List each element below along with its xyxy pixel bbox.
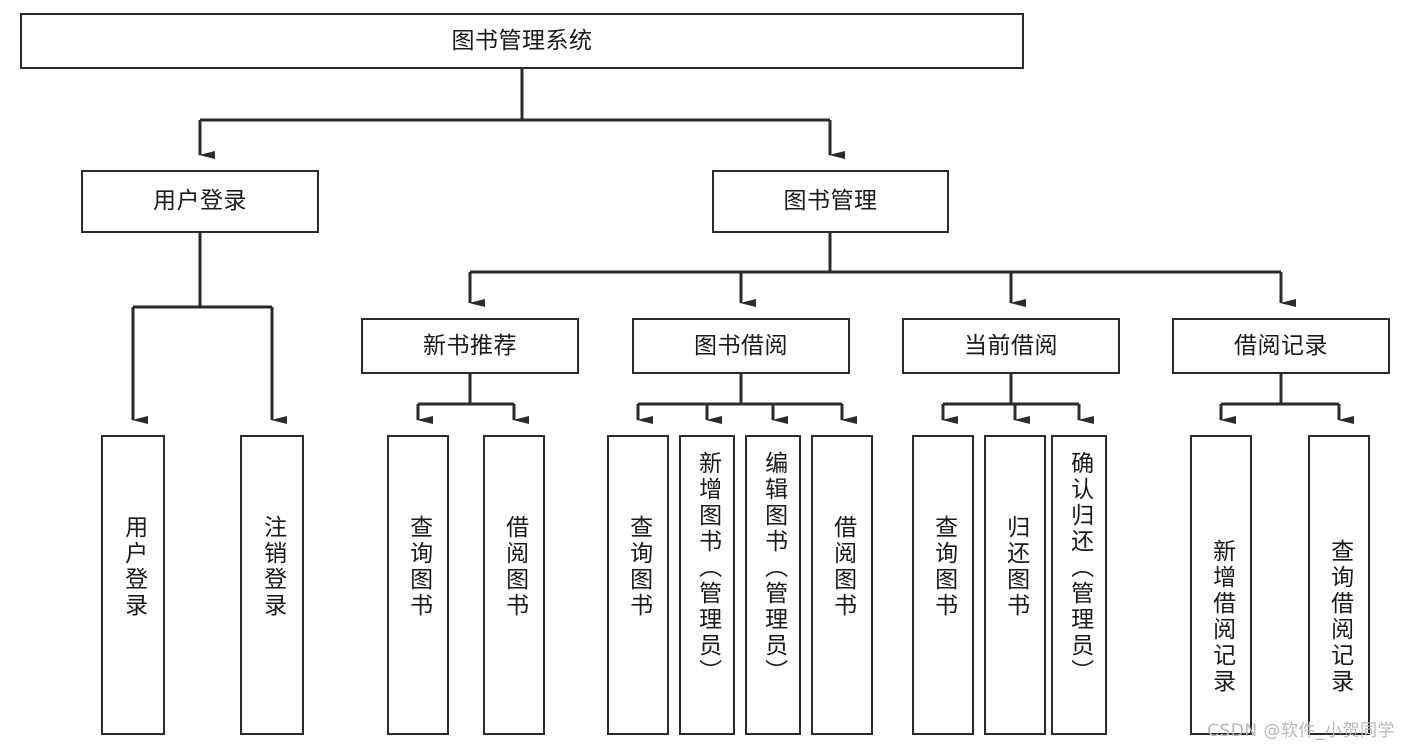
node-leaf-return-book-label: 归还图书 [1002,515,1029,619]
node-leaf-logout[interactable]: 注销登录 [240,435,304,735]
node-leaf-query-record[interactable]: 查询借阅记录 [1308,435,1370,735]
node-leaf-confirm-return[interactable]: 确认归还（管理员） [1051,435,1107,735]
node-borrow-record[interactable]: 借阅记录 [1172,318,1390,374]
node-leaf-borrow-book-1-label: 借阅图书 [501,515,528,619]
node-leaf-query-book-3[interactable]: 查询图书 [912,435,974,735]
node-leaf-query-book-2[interactable]: 查询图书 [607,435,669,735]
node-leaf-return-book[interactable]: 归还图书 [984,435,1046,735]
node-book-manage[interactable]: 图书管理 [712,170,949,233]
node-leaf-query-book-1[interactable]: 查询图书 [387,435,449,735]
csdn-watermark: CSDN @软件_小贺同学 [1207,721,1395,741]
node-leaf-edit-book[interactable]: 编辑图书（管理员） [745,435,801,735]
node-leaf-query-record-label: 查询借阅记录 [1326,539,1353,695]
node-leaf-borrow-book-2[interactable]: 借阅图书 [811,435,873,735]
node-new-book-rec-label: 新书推荐 [423,332,517,359]
node-leaf-add-book[interactable]: 新增图书（管理员） [679,435,735,735]
node-root[interactable]: 图书管理系统 [20,13,1024,69]
node-leaf-logout-label: 注销登录 [259,515,286,619]
node-leaf-user-login-label: 用户登录 [120,515,147,619]
node-user-login-label: 用户登录 [153,188,247,215]
node-book-borrow[interactable]: 图书借阅 [632,318,850,374]
node-leaf-add-record[interactable]: 新增借阅记录 [1190,435,1252,735]
node-leaf-query-book-2-label: 查询图书 [625,515,652,619]
node-leaf-user-login[interactable]: 用户登录 [101,435,165,735]
node-leaf-borrow-book-2-label: 借阅图书 [829,515,856,619]
node-user-login[interactable]: 用户登录 [81,170,319,233]
node-leaf-borrow-book-1[interactable]: 借阅图书 [483,435,545,735]
node-current-borrow[interactable]: 当前借阅 [902,318,1120,374]
node-leaf-confirm-return-label: 确认归还（管理员） [1066,451,1093,685]
node-borrow-record-label: 借阅记录 [1234,332,1328,359]
node-leaf-add-book-label: 新增图书（管理员） [694,451,721,685]
node-book-manage-label: 图书管理 [783,188,878,215]
node-leaf-query-book-1-label: 查询图书 [405,515,432,619]
node-leaf-add-record-label: 新增借阅记录 [1208,539,1235,695]
node-root-label: 图书管理系统 [451,27,593,54]
node-new-book-rec[interactable]: 新书推荐 [361,318,579,374]
node-current-borrow-label: 当前借阅 [964,332,1058,359]
node-book-borrow-label: 图书借阅 [694,332,788,359]
node-leaf-query-book-3-label: 查询图书 [930,515,957,619]
node-leaf-edit-book-label: 编辑图书（管理员） [760,451,787,685]
